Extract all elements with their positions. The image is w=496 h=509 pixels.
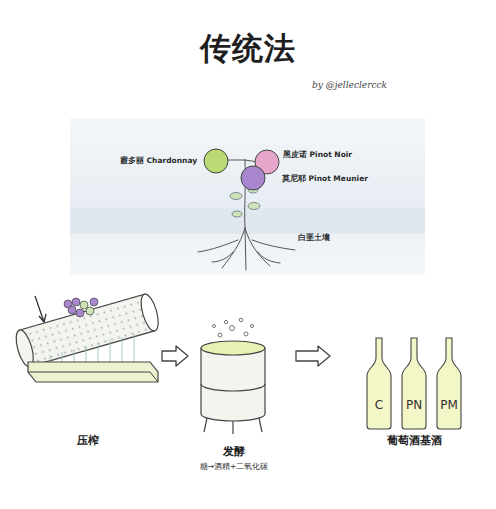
soil-label: 白垩土壤 [298, 233, 330, 243]
bottle-letter: PM [440, 398, 458, 412]
stage-caption: 压榨 [77, 433, 99, 448]
bottle-letter: PN [406, 398, 422, 412]
stage-caption: 发酵 [223, 444, 245, 459]
flow-arrow [162, 346, 188, 366]
title: 传统法 [0, 28, 496, 70]
stage-note: 糖→酒精+二氧化碳 [200, 462, 269, 472]
wine-bottle: PN [401, 336, 427, 430]
grape-label: 黑皮诺 Pinot Noir [283, 150, 352, 160]
wine-bottle: PM [436, 336, 462, 430]
stage-box: 葡萄酒基酒 C PN PM [350, 330, 478, 462]
flow-arrow [296, 346, 330, 366]
stage-box: 发酵糖→酒精+二氧化碳 [192, 318, 276, 474]
signature: by @jelleclercck [312, 80, 387, 90]
stage-box: 压榨 [18, 290, 158, 462]
bottle-outline [401, 336, 427, 430]
grape-label: 莫尼耶 Pinot Meunier [282, 174, 368, 184]
stage-caption: 葡萄酒基酒 [387, 433, 442, 448]
bottle-letter: C [375, 398, 383, 412]
grape-label: 霞多丽 Chardonnay [120, 156, 197, 166]
bottle-outline [436, 336, 462, 430]
bottle-outline [366, 336, 392, 430]
wine-bottle: C [366, 336, 392, 430]
